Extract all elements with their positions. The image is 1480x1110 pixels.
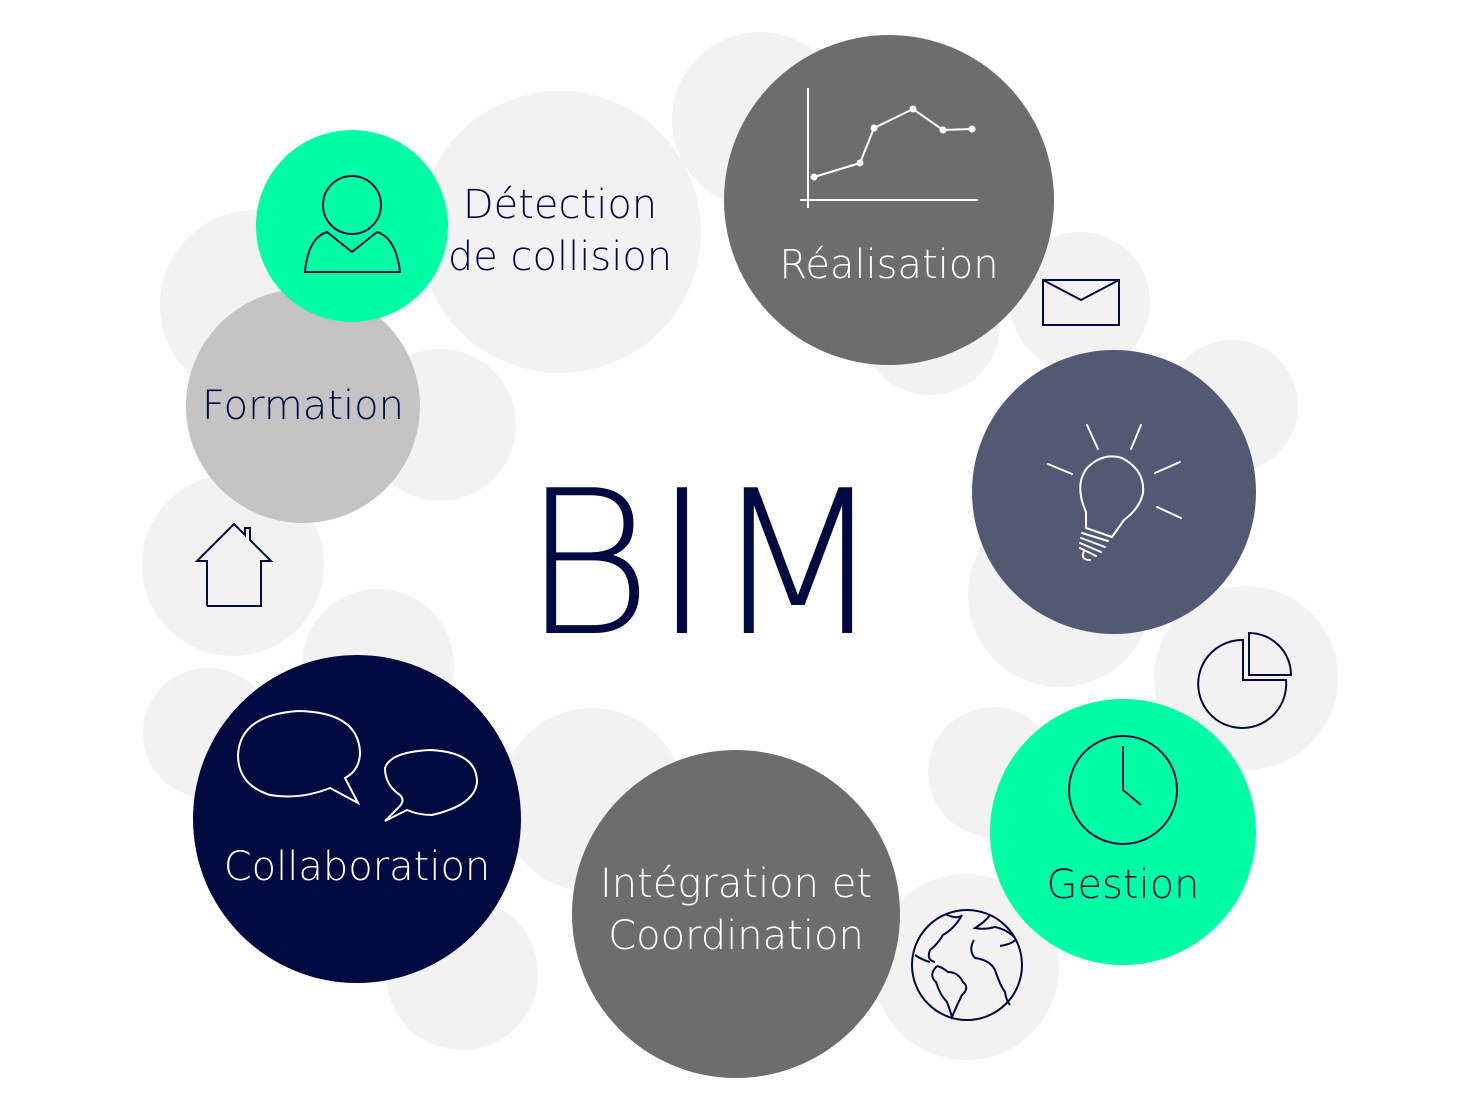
integration-label-line1: Intégration et: [600, 861, 872, 907]
lightbulb-icon: [1047, 424, 1182, 561]
person-icon: [303, 175, 402, 273]
clock-icon: [1068, 735, 1178, 845]
formation-label: Formation: [202, 383, 404, 429]
chart-point: [968, 125, 976, 133]
integration-label-line2: Coordination: [608, 913, 864, 959]
node-user: [256, 130, 448, 322]
collaboration-label: Collaboration: [224, 844, 491, 890]
detection-label-line2: de collision: [448, 234, 672, 280]
detection-label-line1: Détection: [463, 182, 657, 228]
gestion-label: Gestion: [1046, 862, 1199, 908]
envelope-icon: [1042, 279, 1120, 326]
house-icon: [194, 522, 274, 607]
chart-point: [909, 105, 917, 113]
center-title: BIM: [522, 448, 885, 681]
bg-circle-detection: [419, 91, 701, 373]
chart-point: [939, 126, 947, 134]
node-idea: [972, 350, 1256, 634]
node-formation: [186, 289, 420, 523]
realisation-label: Réalisation: [779, 242, 998, 288]
line-chart-points: [810, 105, 976, 181]
globe-icon: [911, 909, 1023, 1021]
pie-chart-icon: [1197, 631, 1293, 729]
bg-circle-globe: [873, 874, 1059, 1060]
bg-circle-envelope: [1010, 232, 1150, 372]
chart-point: [810, 173, 818, 181]
node-collaboration: [193, 655, 521, 983]
line-chart-icon: [800, 88, 978, 208]
node-gestion: [990, 699, 1256, 965]
chart-point: [870, 124, 878, 132]
chart-point: [856, 159, 864, 167]
node-integration: [572, 750, 900, 1078]
speech-bubbles-icon: [236, 709, 479, 822]
